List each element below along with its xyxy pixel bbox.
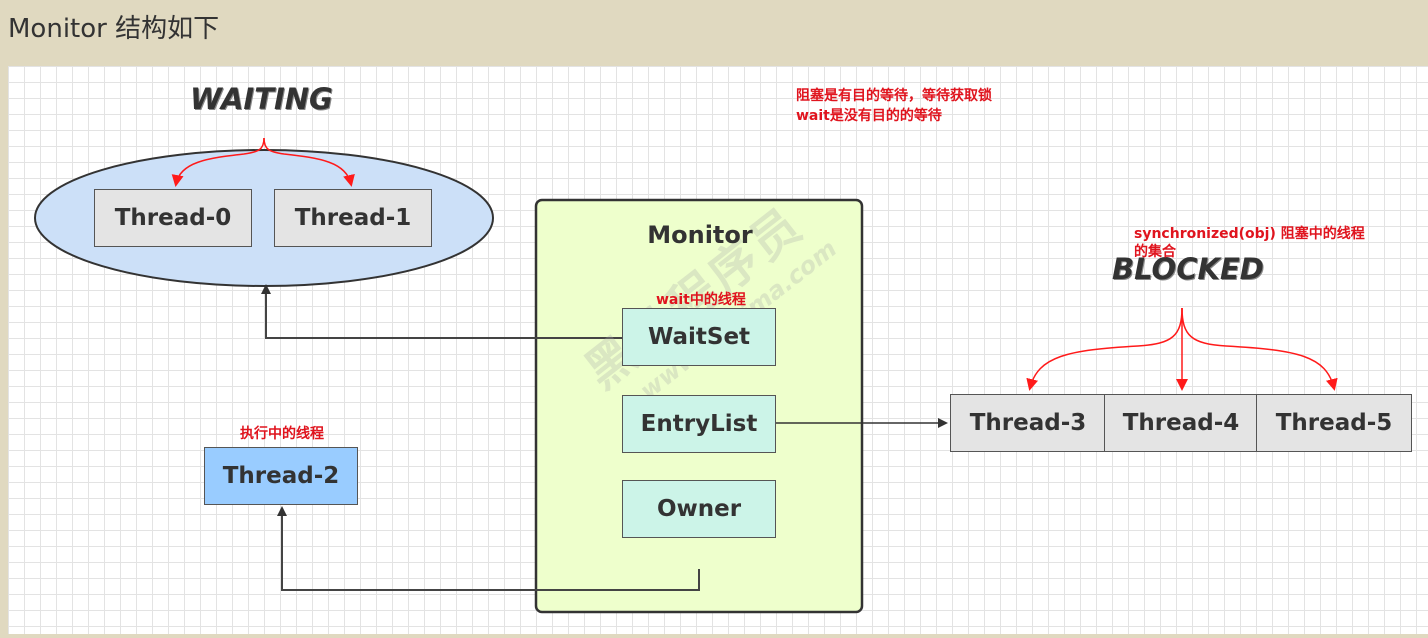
waiting-brace-right — [263, 137, 355, 187]
monitor-diagram: 黑马程序员 www.itheima.com WAITING BLOCKED Mo… — [8, 66, 1428, 634]
blocked-note-line2: 的集合 — [1134, 244, 1176, 260]
top-note-line1: 阻塞是有目的等待，等待获取锁 — [796, 88, 992, 104]
waitset-note: wait中的线程 — [656, 292, 746, 308]
waitset-to-waiting-arrow — [261, 284, 623, 339]
section-heading: Monitor 结构如下 — [8, 14, 220, 44]
monitor-title: Monitor — [647, 221, 753, 249]
waiting-brace-left — [171, 137, 265, 187]
thread-3-box: Thread-3 — [950, 394, 1106, 452]
thread-0-box: Thread-0 — [94, 189, 252, 247]
thread-1-box: Thread-1 — [274, 189, 432, 247]
blocked-brace-left — [1026, 307, 1183, 391]
blocked-title: BLOCKED — [1112, 252, 1264, 286]
thread-5-box: Thread-5 — [1256, 394, 1412, 452]
owner-box: Owner — [622, 480, 776, 538]
top-note-line2: wait是没有目的的等待 — [796, 108, 942, 124]
running-note: 执行中的线程 — [240, 426, 324, 442]
waitset-box: WaitSet — [622, 308, 776, 366]
owner-to-running-arrow — [277, 506, 700, 591]
entrylist-box: EntryList — [622, 395, 776, 453]
thread-2-box: Thread-2 — [204, 447, 358, 505]
blocked-brace-right — [1181, 307, 1338, 391]
thread-4-box: Thread-4 — [1104, 394, 1258, 452]
blocked-note-line1: synchronized(obj) 阻塞中的线程 — [1134, 226, 1365, 242]
waiting-title: WAITING — [190, 82, 333, 116]
